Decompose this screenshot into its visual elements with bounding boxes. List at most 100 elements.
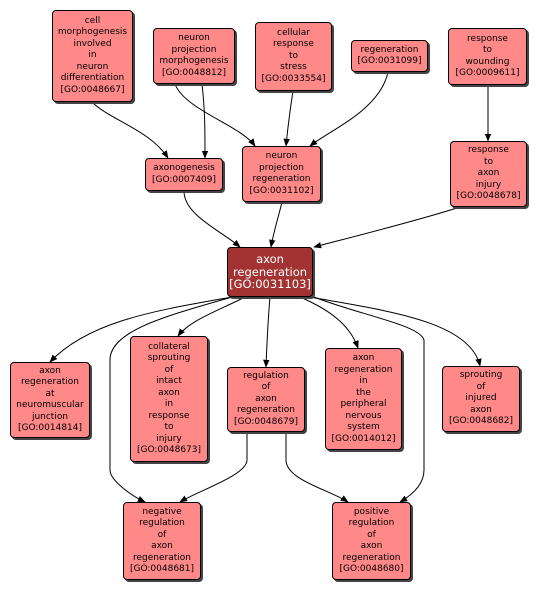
node-label-line: regeneration bbox=[232, 264, 308, 279]
node-axon-regeneration-pns[interactable]: axon regeneration in the peripheral nerv… bbox=[325, 348, 402, 450]
node-regulation-of-axon-regeneration[interactable]: regulation of axon regeneration [GO:0048… bbox=[227, 367, 305, 432]
node-label-line: stress bbox=[280, 62, 307, 73]
node-label-line: axonogenesis bbox=[153, 163, 215, 173]
node-label-line: cell bbox=[84, 15, 101, 26]
node-label-line: morphogenesis bbox=[159, 56, 229, 66]
node-axon-regeneration-nmj[interactable]: axon regeneration at neuromuscular junct… bbox=[10, 362, 90, 438]
edge-axonregen-sprouting bbox=[309, 296, 482, 367]
node-label-line: axon bbox=[360, 541, 383, 551]
edge-axonregen-pns bbox=[299, 296, 359, 349]
node-label-line: in bbox=[359, 376, 368, 386]
node-label-line: response bbox=[273, 39, 314, 50]
node-response-to-axon-injury[interactable]: response to axon injury [GO:0048678] bbox=[450, 141, 527, 207]
node-label-line: neuromuscular bbox=[16, 400, 84, 410]
node-go-id: [GO:0048678] bbox=[456, 191, 521, 202]
edge-regulation-negative bbox=[179, 432, 248, 503]
node-label-line: regeneration bbox=[334, 364, 393, 375]
node-axonogenesis[interactable]: axonogenesis [GO:0007409] bbox=[145, 158, 223, 191]
node-go-id: [GO:0007409] bbox=[151, 174, 217, 185]
node-neuron-projection-regeneration[interactable]: neuron projection regeneration [GO:00311… bbox=[242, 146, 321, 202]
edge-axonregen-collateral bbox=[177, 296, 246, 337]
node-label-line: positive bbox=[353, 506, 390, 517]
edge-injury-axonregen bbox=[313, 206, 461, 249]
node-collateral-sprouting[interactable]: collateral sprouting of intact axon in r… bbox=[130, 336, 208, 462]
node-label-line: to bbox=[483, 156, 494, 167]
node-label-line: in bbox=[164, 399, 174, 409]
node-label-line: response bbox=[468, 145, 509, 156]
node-label-line: neuron bbox=[265, 151, 298, 161]
node-label-line: wounding bbox=[465, 56, 510, 67]
node-label-line: projection bbox=[259, 162, 304, 173]
node-label-line: nervous bbox=[345, 410, 382, 421]
node-label-line: axon bbox=[151, 541, 173, 551]
node-label-line: to bbox=[164, 422, 174, 432]
node-go-id: [GO:0048682] bbox=[448, 416, 514, 427]
node-label-line: axon bbox=[39, 365, 61, 376]
node-go-id: [GO:0031099] bbox=[357, 56, 422, 66]
edge-axonregen-negative bbox=[109, 296, 233, 503]
node-label-line: collateral bbox=[148, 341, 190, 352]
node-label-line: regeneration bbox=[133, 552, 191, 563]
node-label-line: intact bbox=[156, 376, 182, 386]
node-go-id: [GO:0033554] bbox=[261, 73, 326, 84]
node-go-id: [GO:0031102] bbox=[249, 185, 314, 196]
node-label-line: regeneration bbox=[252, 174, 311, 184]
edge-regulation-positive bbox=[285, 432, 349, 503]
node-response-to-wounding[interactable]: response to wounding [GO:0009611] bbox=[448, 28, 527, 85]
node-go-id: [GO:0048679] bbox=[233, 416, 299, 427]
edge-axonregen-positive bbox=[313, 296, 425, 503]
node-go-id: [GO:0048673] bbox=[136, 445, 202, 455]
edge-axonogenesis-axonregen bbox=[183, 190, 241, 248]
node-label-line: regeneration bbox=[21, 377, 79, 387]
node-label-line: axon bbox=[158, 387, 180, 398]
node-label-line: neuron bbox=[76, 61, 109, 72]
node-label-line: of bbox=[157, 529, 167, 540]
node-label-line: regeneration bbox=[342, 552, 401, 563]
node-go-id: [GO:0009611] bbox=[455, 68, 520, 78]
node-label-line: negative bbox=[142, 506, 182, 517]
node-negative-regulation[interactable]: negative regulation of axon regeneration… bbox=[123, 502, 201, 580]
node-cellular-response-to-stress[interactable]: cellular response to stress [GO:0033554] bbox=[255, 22, 332, 91]
node-label-line: at bbox=[45, 388, 55, 399]
edge-regen-npr bbox=[309, 71, 389, 147]
node-label-line: axon bbox=[477, 168, 500, 179]
node-label-line: injured bbox=[465, 393, 497, 404]
node-label-line: response bbox=[467, 33, 508, 44]
node-label-line: regeneration bbox=[237, 405, 295, 416]
edge-stress-npr bbox=[283, 90, 294, 147]
node-go-id: [GO:0048667] bbox=[60, 84, 125, 95]
node-label-line: to bbox=[288, 50, 299, 61]
node-label-line: axon bbox=[352, 353, 375, 363]
node-label-line: axon bbox=[470, 404, 492, 415]
edge-axonregen-nmj bbox=[49, 296, 233, 363]
node-label-line: system bbox=[347, 422, 380, 432]
node-regeneration[interactable]: regeneration [GO:0031099] bbox=[351, 40, 428, 72]
node-label-line: axon bbox=[255, 393, 277, 404]
node-label-line: projection bbox=[171, 44, 217, 55]
node-go-id: [GO:0014012] bbox=[331, 433, 396, 444]
node-label-line: junction bbox=[31, 411, 69, 422]
node-label-line: of bbox=[164, 364, 174, 375]
node-label-line: peripheral bbox=[340, 399, 387, 409]
node-label-line: the bbox=[356, 387, 371, 398]
node-label-line: differentiation bbox=[60, 73, 125, 84]
node-label-line: axon bbox=[256, 252, 284, 267]
node-label-line: sprouting bbox=[459, 370, 503, 381]
node-label-line: cellular bbox=[277, 27, 310, 38]
node-label-line: of bbox=[367, 529, 376, 540]
node-label-line: regulation bbox=[243, 370, 289, 381]
node-label-line: morphogenesis bbox=[57, 27, 128, 38]
node-sprouting-of-injured-axon[interactable]: sprouting of injured axon [GO:0048682] bbox=[442, 366, 520, 432]
node-label-line: to bbox=[482, 45, 493, 55]
node-positive-regulation[interactable]: positive regulation of axon regeneration… bbox=[332, 502, 411, 580]
edge-npr-axonregen bbox=[269, 201, 283, 248]
node-go-id: [GO:0048812] bbox=[161, 67, 227, 78]
node-label-line: of bbox=[476, 381, 486, 392]
edge-axonregen-regulation bbox=[263, 296, 271, 368]
node-axon-regeneration[interactable]: axon regeneration [GO:0031103] bbox=[227, 247, 313, 297]
node-neuron-projection-morphogenesis[interactable]: neuron projection morphogenesis [GO:0048… bbox=[153, 28, 235, 84]
node-cell-morphogenesis[interactable]: cell morphogenesis involved in neuron di… bbox=[52, 10, 133, 102]
node-label-line: neuron bbox=[178, 33, 210, 43]
node-label-line: regulation bbox=[348, 518, 395, 528]
